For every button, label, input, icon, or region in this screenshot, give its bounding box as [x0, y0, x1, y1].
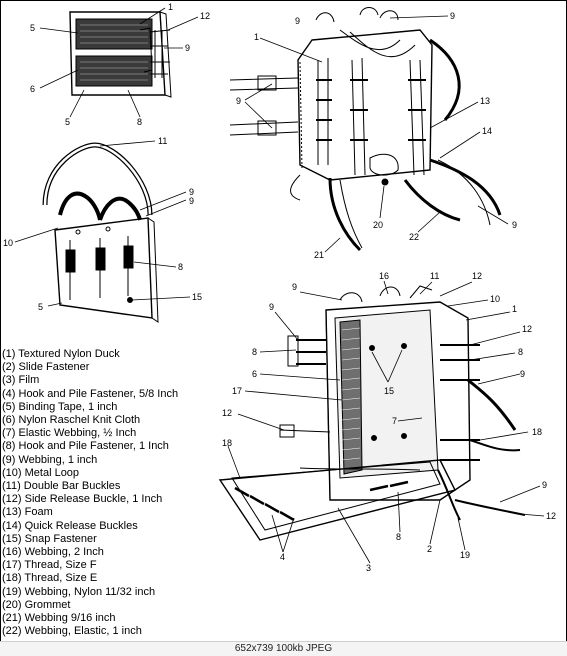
callout-number: 9: [450, 11, 455, 21]
callout-number: 9: [292, 282, 297, 292]
callout-number: 11: [158, 136, 167, 146]
legend-item: (15) Snap Fastener: [2, 532, 97, 545]
callout-number: 3: [366, 563, 371, 573]
image-info-text: 652x739 100kb JPEG: [234, 643, 333, 654]
panel-callouts: 1 12 5 9 6 5 8: [30, 2, 210, 127]
legend-item: (5) Binding Tape, 1 inch: [2, 400, 118, 413]
callout-number: 8: [178, 262, 183, 272]
legend-item: (10) Metal Loop: [2, 466, 80, 479]
callout-number: 18: [222, 438, 232, 448]
callout-number: 9: [542, 480, 547, 490]
callout-number: 10: [490, 294, 500, 304]
callout-number: 8: [137, 117, 142, 127]
legend-item: (6) Nylon Raschel Knit Cloth: [2, 414, 141, 427]
image-status-bar: 652x739 100kb JPEG: [0, 641, 567, 656]
pack-open-callout-lines: [227, 280, 545, 564]
callout-number: 22: [409, 232, 419, 242]
pack-back-figure: [229, 7, 502, 252]
legend-item: (2) Slide Fastener: [2, 361, 90, 374]
callout-number: 9: [512, 220, 517, 230]
callout-number: 10: [3, 238, 13, 248]
callout-number: 12: [546, 511, 556, 521]
callout-number: 5: [65, 117, 70, 127]
callout-number: 8: [396, 532, 401, 542]
callout-number: 8: [252, 347, 257, 357]
carrier-callouts: 11 9 10 9 8 5 15: [3, 136, 202, 312]
legend-item: (17) Thread, Size F: [2, 559, 97, 572]
callout-number: 5: [38, 302, 43, 312]
callout-number: 9: [520, 369, 525, 379]
callout-number: 20: [373, 220, 383, 230]
pack-back-callout-lines: [244, 15, 509, 253]
callout-number: 9: [295, 16, 300, 26]
callout-number: 9: [236, 96, 241, 106]
callout-number: 11: [430, 271, 439, 281]
panel-callout-lines: [39, 7, 199, 118]
callout-number: 6: [30, 84, 35, 94]
legend-item: (11) Double Bar Buckles: [2, 480, 121, 493]
legend-item: (18) Thread, Size E: [2, 572, 98, 585]
legend-item: (9) Webbing, 1 inch: [2, 453, 98, 466]
legend-item: (8) Hook and Pile Fastener, 1 Inch: [2, 440, 169, 453]
legend-item: (4) Hook and Pile Fastener, 5/8 Inch: [2, 387, 179, 400]
callout-number: 1: [168, 2, 173, 12]
callout-number: 15: [192, 292, 202, 302]
legend-item: (7) Elastic Webbing, ½ Inch: [2, 427, 137, 440]
callout-number: 8: [518, 347, 523, 357]
callout-number: 7: [392, 416, 397, 426]
legend-item: (21) Webbing 9/16 inch: [2, 612, 116, 625]
callout-number: 12: [522, 324, 532, 334]
backpack-exploded-diagram: 1 12 5 9 6 5 8 11 9 10 9 8 5 15 9 1 9 9 …: [3, 2, 556, 573]
callout-number: 21: [314, 250, 324, 260]
callout-number: 16: [379, 271, 389, 281]
legend-item: (12) Side Release Buckle, 1 Inch: [2, 493, 163, 506]
pack-back-callouts: 9 1 9 9 13 14 20 22 21 9: [236, 11, 517, 260]
callout-number: 9: [185, 43, 190, 53]
callout-number: 17: [232, 386, 242, 396]
callout-number: 4: [280, 552, 285, 562]
callout-number: 6: [252, 369, 257, 379]
legend-item: (1) Textured Nylon Duck: [2, 348, 120, 360]
callout-number: 9: [189, 187, 194, 197]
pack-open-figure: [218, 285, 526, 541]
callout-number: 12: [200, 11, 210, 21]
legend-item: (3) Film: [2, 374, 40, 387]
callout-number: 9: [269, 302, 274, 312]
legend-item: (20) Grommet: [2, 598, 71, 611]
legend-item: (16) Webbing, 2 Inch: [2, 546, 104, 559]
parts-legend: (1) Textured Nylon Duck(2) Slide Fastene…: [2, 348, 232, 638]
legend-item: (14) Quick Release Buckles: [2, 519, 138, 532]
callout-number: 12: [222, 408, 232, 418]
carrier-callout-lines: [14, 140, 191, 307]
callout-number: 9: [189, 196, 194, 206]
callout-number: 19: [460, 550, 470, 560]
panel-figure: [69, 11, 172, 98]
callout-number: 18: [532, 427, 542, 437]
callout-number: 14: [482, 126, 492, 136]
pack-open-callouts: 9 16 11 12 10 9 1 8 12 8 6 15 9 17 7 12 …: [222, 271, 556, 573]
callout-number: 15: [384, 386, 394, 396]
legend-item: (22) Webbing, Elastic, 1 inch: [2, 625, 142, 638]
callout-number: 5: [30, 23, 35, 33]
callout-number: 2: [427, 544, 432, 554]
callout-number: 1: [512, 304, 517, 314]
legend-item: (19) Webbing, Nylon 11/32 inch: [2, 585, 156, 598]
callout-number: 1: [254, 32, 259, 42]
callout-number: 13: [480, 96, 490, 106]
carrier-figure: [42, 142, 159, 323]
callout-number: 12: [472, 271, 482, 281]
legend-item: (13) Foam: [2, 506, 53, 519]
